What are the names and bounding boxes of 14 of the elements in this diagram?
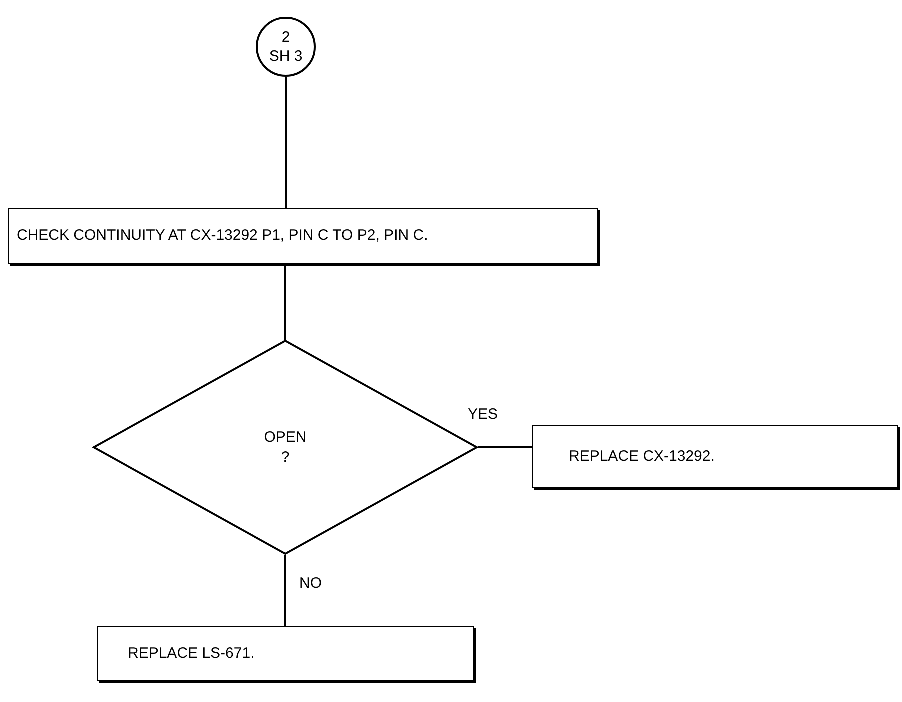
edge-label: YES <box>466 406 500 422</box>
process-box <box>97 626 474 681</box>
process-box <box>8 208 598 264</box>
node-label: REPLACE LS-671. <box>128 644 255 664</box>
process-box <box>532 425 898 488</box>
node-label: 2 SH 3 <box>269 28 303 66</box>
connector-line <box>285 77 287 208</box>
node-label: OPEN ? <box>264 428 307 467</box>
connector-line <box>284 264 286 340</box>
connector-circle <box>256 17 316 77</box>
node-label: REPLACE CX-13292. <box>569 446 715 466</box>
connector-line <box>284 555 286 626</box>
node-label: CHECK CONTINUITY AT CX-13292 P1, PIN C TO P2, PIN C. <box>17 226 428 246</box>
connector-line <box>478 446 532 448</box>
